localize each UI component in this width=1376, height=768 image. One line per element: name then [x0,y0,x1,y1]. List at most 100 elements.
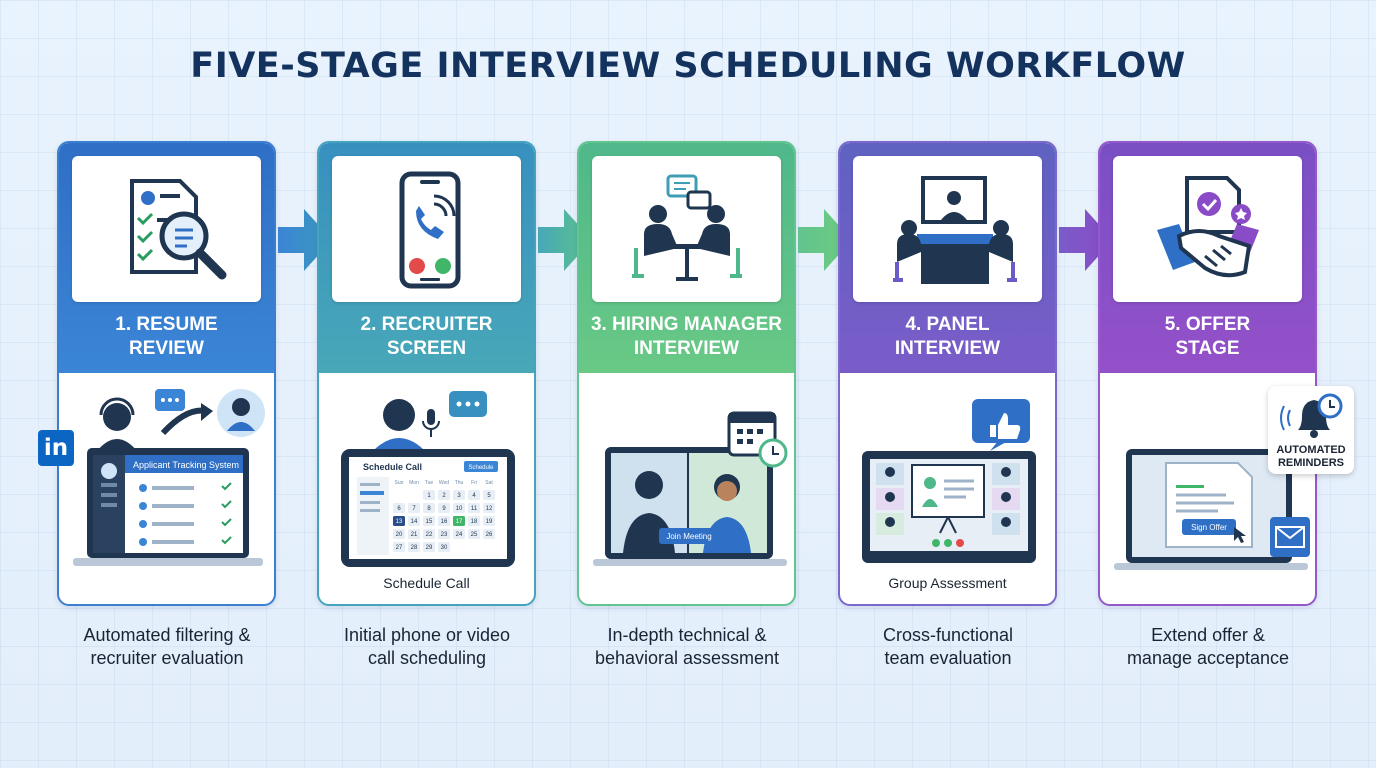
stage-title: 2. RECRUITER SCREEN [360,314,493,359]
ats-list [139,482,232,546]
calendar-day-header: Wed [439,480,449,486]
calendar-date-cell[interactable] [453,503,465,513]
calendar-day-header: Fri [471,480,477,486]
calendar-date-cell[interactable] [393,542,405,552]
calendar-date: 27 [396,545,403,551]
phone-call-icon [399,171,461,289]
resume-search-icon [130,179,227,280]
stage-icon-box [1113,156,1302,302]
linkedin-icon: in [38,430,74,466]
calendar-date-cell[interactable] [468,503,480,513]
calendar-date-cell[interactable] [423,542,435,552]
stage-description-4: Cross-functional team evaluation [882,625,1014,668]
stage-illustration: Sign Offer [1100,373,1315,604]
calendar-date: 29 [426,545,433,551]
calendar-date: 3 [457,493,461,499]
calendar-date-cell[interactable] [408,503,420,513]
calendar-date: 6 [397,506,401,512]
calendar-day-header: Tue [425,480,434,486]
calendar-date-cell[interactable] [453,490,465,500]
calendar-date: 19 [486,519,493,525]
calendar-date: 23 [441,532,448,538]
stage-caption: Schedule Call [383,575,470,591]
meeting-icon [632,174,742,281]
calendar-date-cell[interactable] [483,516,495,526]
calendar-date: 18 [471,519,478,525]
bell-clock-icon [1280,393,1343,438]
calendar-date-cell[interactable] [423,490,435,500]
stage-title: 3. HIRING MANAGER INTERVIEW [590,314,783,359]
calendar-date: 30 [441,545,448,551]
stage-illustration: Applicant Tracking System [59,373,274,604]
stage-card-hiring-manager-interview[interactable]: 3. HIRING MANAGER INTERVIEW Join Meeting [577,141,796,606]
calendar-date-cell[interactable] [438,529,450,539]
panel-presentation-icon [893,176,1017,284]
calendar-date-cell[interactable] [453,529,465,539]
calendar-date-cell[interactable] [408,529,420,539]
automated-reminders-badge: AUTOMATED REMINDERS [1268,386,1354,474]
calendar-date-cell[interactable] [468,529,480,539]
calendar-day-header: Thu [455,480,464,486]
calendar-date-cell[interactable] [438,503,450,513]
calendar-date-cell[interactable] [393,503,405,513]
calendar-date: 22 [426,532,433,538]
calendar-date-cell[interactable] [438,542,450,552]
calendar-date: 24 [456,532,463,538]
calendar-date-cell[interactable] [453,516,465,526]
email-icon [1270,517,1310,557]
calendar-date-cell[interactable] [423,503,435,513]
stage-description-1: Automated filtering & recruiter evaluati… [83,625,251,668]
stage-title: 5. OFFER STAGE [1164,314,1251,359]
stage-card-offer-stage[interactable]: 5. OFFER STAGE Sign Offer [1098,141,1317,606]
calendar-clock-icon [727,411,788,468]
calendar-date-cell[interactable] [483,503,495,513]
calendar-date: 5 [487,493,491,499]
calendar-date-cell[interactable] [393,516,405,526]
arrow-3-to-4 [798,209,852,271]
calendar-date-cell[interactable] [423,516,435,526]
arrow-4-to-5 [1059,209,1113,271]
handshake-icon [1157,176,1259,278]
join-meeting-button[interactable]: Join Meeting [666,532,711,541]
stage-card-panel-interview[interactable]: 4. PANEL INTERVIEW Group Assessment [838,141,1057,606]
stage-description-2: Initial phone or video call scheduling [343,625,511,668]
calendar-date-cell[interactable] [423,529,435,539]
calendar-date: 1 [427,493,431,499]
calendar-date-cell[interactable] [393,529,405,539]
stage-description-3: In-depth technical & behavioral assessme… [594,625,780,668]
calendar-date-cell[interactable] [408,542,420,552]
stage-description-5: Extend offer & manage acceptance [1126,625,1290,668]
stage-illustration [840,373,1055,604]
sign-offer-button[interactable]: Sign Offer [1191,523,1227,532]
calendar-date: 2 [442,493,446,499]
calendar-date: 12 [486,506,493,512]
stage-card-recruiter-screen[interactable]: 2. RECRUITER SCREEN Schedule Call Schedu… [317,141,536,606]
calendar-date-cell[interactable] [483,490,495,500]
calendar-date: 8 [427,506,431,512]
calendar-date-cell[interactable] [468,490,480,500]
schedule-button[interactable]: Schedule [468,465,494,471]
calendar-date: 13 [396,519,403,525]
stage-icon-box [592,156,781,302]
calendar-date: 26 [486,532,493,538]
calendar-day-header: Mon [409,480,419,486]
calendar-header: Schedule Call [363,462,422,472]
calendar-date-cell[interactable] [438,516,450,526]
page-title: FIVE-STAGE INTERVIEW SCHEDULING WORKFLOW [190,46,1186,86]
calendar-date: 9 [442,506,446,512]
calendar-date: 11 [471,506,478,512]
reminder-label: AUTOMATED REMINDERS [1276,444,1346,469]
ats-header: Applicant Tracking System [133,460,239,470]
calendar-date-cell[interactable] [408,516,420,526]
calendar-date-cell[interactable] [483,529,495,539]
calendar-date: 14 [411,519,418,525]
calendar-date-cell[interactable] [468,516,480,526]
arrow-1-to-2 [278,209,332,271]
stage-card-resume-review[interactable]: 1. RESUME REVIEW Applicant Tracking Syst… [57,141,276,606]
calendar-date-cell[interactable] [438,490,450,500]
calendar-date: 20 [396,532,403,538]
arrow-2-to-3 [538,209,592,271]
calendar-date: 4 [472,493,476,499]
